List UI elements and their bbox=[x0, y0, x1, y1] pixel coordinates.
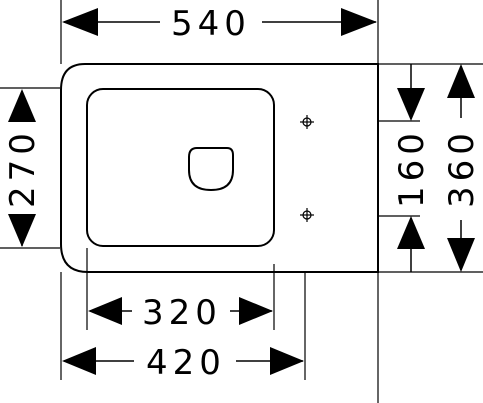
arrow-up-icon bbox=[447, 64, 475, 98]
arrow-left-icon bbox=[62, 8, 98, 36]
arrow-right-icon bbox=[239, 297, 273, 325]
arrow-down-icon bbox=[447, 238, 475, 272]
dim-label-160: 160 bbox=[392, 128, 432, 208]
arrow-left-icon bbox=[88, 297, 122, 325]
dimension-width-total: 540 bbox=[62, 4, 377, 44]
toilet-outline bbox=[60, 63, 379, 273]
dimension-bowl-width: 320 bbox=[88, 293, 273, 333]
seat-outer-outline bbox=[60, 63, 379, 273]
dim-label-360: 360 bbox=[442, 128, 482, 208]
arrow-down-icon bbox=[8, 214, 36, 247]
mounting-hole-top-icon bbox=[300, 115, 314, 129]
arrow-right-icon bbox=[270, 347, 304, 375]
dim-label-320: 320 bbox=[142, 293, 222, 333]
arrow-right-icon bbox=[341, 8, 377, 36]
mounting-hole-bottom-icon bbox=[300, 208, 314, 222]
bowl-inner-outline bbox=[86, 88, 275, 247]
dimension-mount-width: 420 bbox=[62, 343, 304, 383]
arrow-up-icon bbox=[8, 89, 36, 122]
arrow-left-icon bbox=[62, 347, 96, 375]
dim-label-540: 540 bbox=[171, 4, 251, 44]
dimension-height-left: 270 bbox=[3, 89, 43, 247]
drain-outlet-outline bbox=[188, 147, 234, 192]
arrow-up-icon bbox=[397, 216, 425, 249]
dimension-height-total: 360 bbox=[442, 64, 482, 272]
arrow-down-icon bbox=[397, 88, 425, 121]
dim-label-420: 420 bbox=[146, 343, 226, 383]
dimension-hole-spacing: 160 bbox=[392, 64, 432, 272]
dim-label-270: 270 bbox=[3, 128, 43, 208]
